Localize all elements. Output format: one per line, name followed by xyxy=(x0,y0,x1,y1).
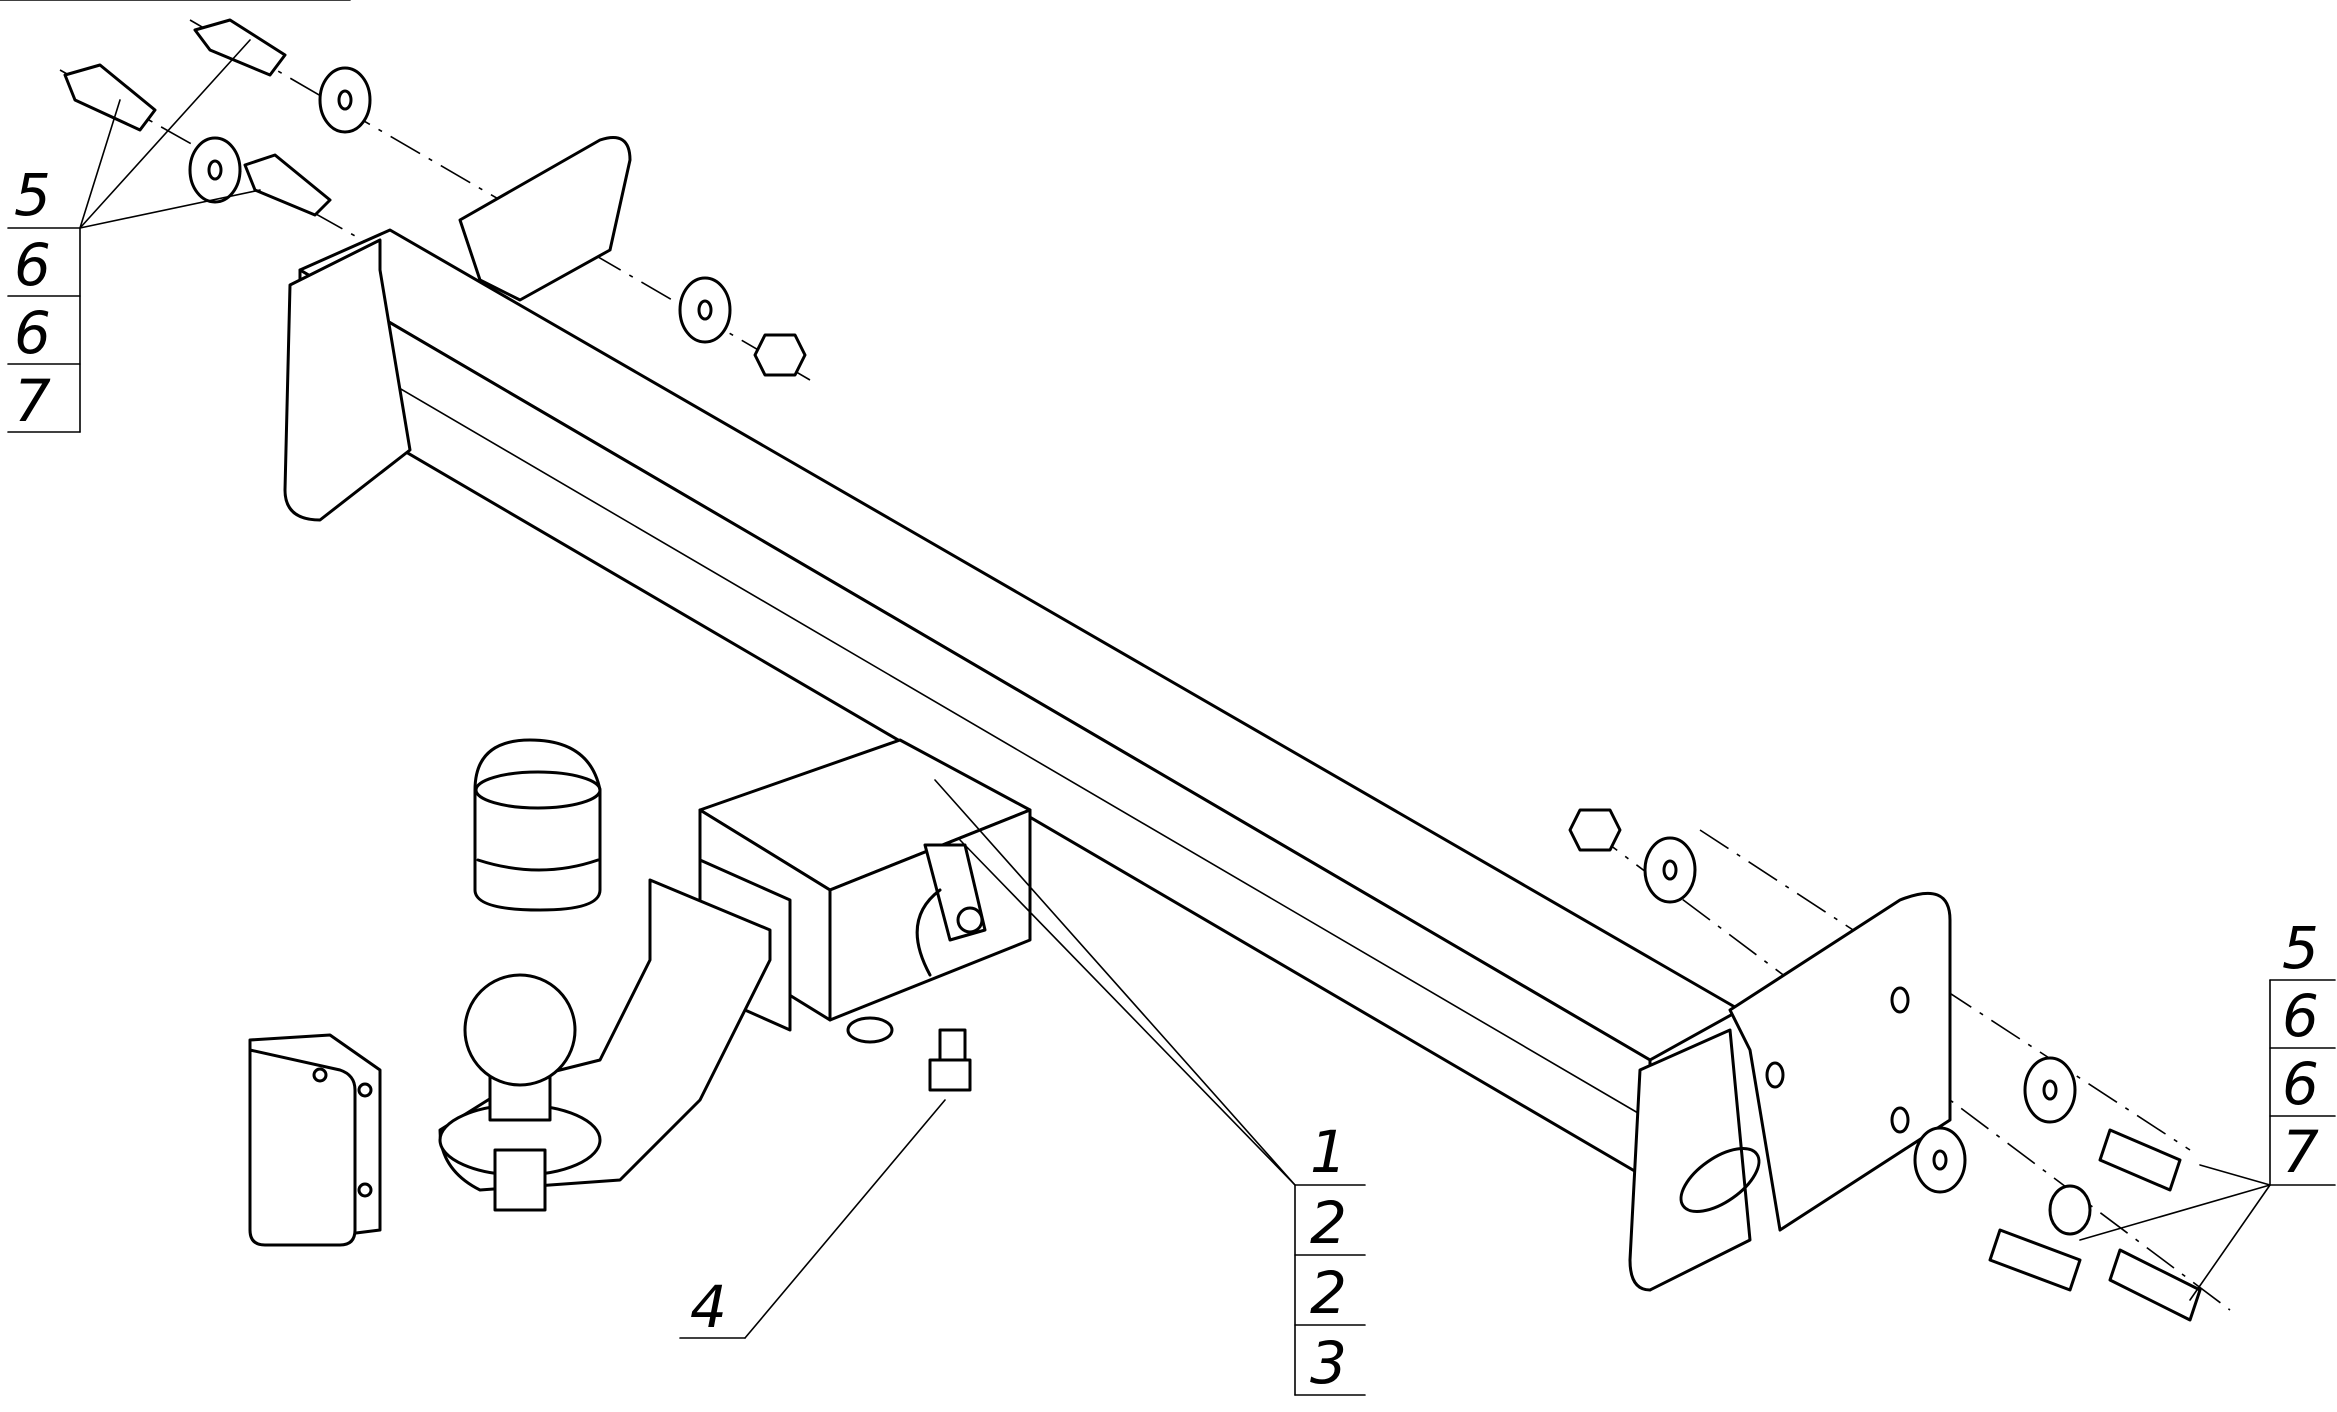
callout-center-2: 2 xyxy=(1310,1189,1347,1257)
callout-top-left-4: 7 xyxy=(14,367,51,435)
ball-cap xyxy=(473,738,602,912)
callout-right-4: 7 xyxy=(2282,1118,2319,1186)
callout-center-3: 2 xyxy=(1310,1259,1347,1327)
callout-top-left-2: 6 xyxy=(14,231,51,299)
right-fasteners xyxy=(1568,808,2202,1322)
right-bracket-plate xyxy=(1628,891,1952,1292)
callout-bolt-label: 4 xyxy=(690,1273,727,1341)
leader-lines xyxy=(79,39,2271,1339)
callout-top-left-3: 6 xyxy=(14,299,51,367)
callout-right-3: 6 xyxy=(2282,1050,2319,1118)
callout-right-1: 5 xyxy=(2282,914,2319,982)
callout-top-left-1: 5 xyxy=(14,161,51,229)
callout-table-top-left: 5 6 6 7 xyxy=(7,161,81,435)
tow-ball xyxy=(463,973,577,1122)
callout-center-4: 3 xyxy=(1310,1329,1347,1397)
callout-table-center: 1 2 2 3 xyxy=(1294,1118,1366,1397)
hitch-pin xyxy=(915,843,987,977)
bolt-item-4 xyxy=(928,1028,972,1092)
callout-center-1: 1 xyxy=(1310,1118,1347,1186)
callout-right-2: 6 xyxy=(2282,982,2319,1050)
left-bracket-plate xyxy=(283,136,632,522)
callout-bolt: 4 xyxy=(679,1273,746,1341)
left-fasteners xyxy=(63,18,807,377)
callout-table-right: 5 6 6 7 xyxy=(2269,914,2336,1186)
receiver-plug xyxy=(248,1033,382,1247)
crossbar-beam xyxy=(0,0,1742,1182)
